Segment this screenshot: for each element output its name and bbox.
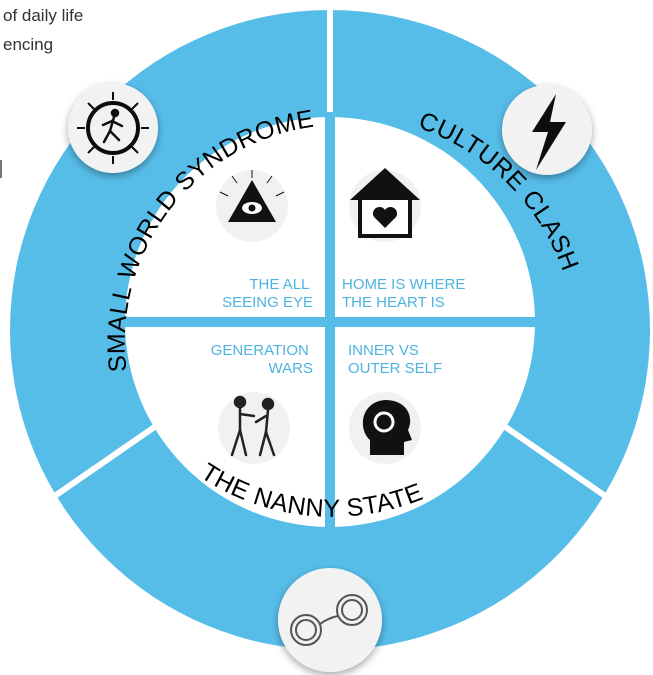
intro-text-line-1: of daily life [3,6,84,25]
svg-text:THE ALL SEEING EYE: THE ALL SEEING EYE [222,276,313,311]
quadrant-label-home-heart-line-1: HOME IS WHERE [342,276,465,293]
quadrant-label-home-heart-line-2: THE HEART IS [342,294,445,311]
handcuffs-icon [278,568,382,672]
svg-text:GENERATION WARS: GENERATION WARS [211,342,313,377]
running-globe-icon [68,83,158,173]
all-seeing-eye-icon [216,170,288,242]
lightning-bolt-icon [502,85,592,175]
quadrant-label-generation-wars-line-2: WARS [269,360,313,377]
quadrant-label-inner-outer-line-1: INNER VS [348,342,419,359]
intro-text-line-2: encing [3,35,54,54]
house-heart-icon [349,168,421,242]
inner-cross-vertical [325,112,335,532]
svg-text:INNER VS OUTER SELF: INNER VS OUTER SELF [348,342,442,377]
svg-text:HOME IS WHERE THE HEART IS: HOME IS WHERE THE HEART IS [342,276,470,311]
quadrant-label-inner-outer-line-2: OUTER SELF [348,360,442,377]
edge-mark [0,160,2,178]
head-silhouette-icon [349,392,421,464]
quadrant-label-all-seeing-eye-line-2: SEEING EYE [222,294,313,311]
boxers-icon [218,392,290,464]
quadrant-label-generation-wars-line-1: GENERATION [211,342,309,359]
quadrant-label-all-seeing-eye-line-1: THE ALL [249,276,309,293]
